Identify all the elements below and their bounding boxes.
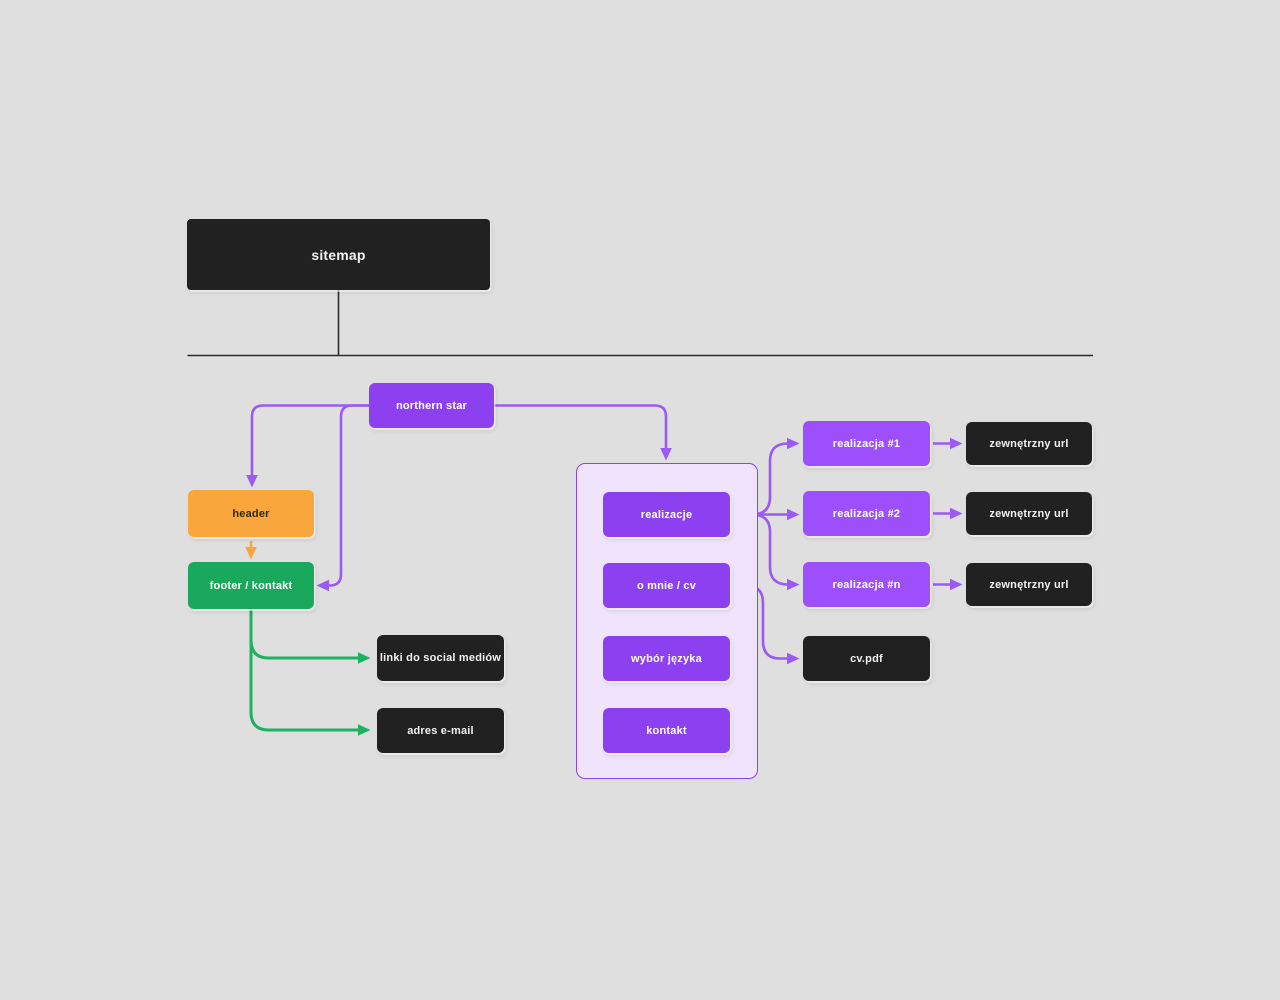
node-project-1[interactable]: realizacja #1	[803, 421, 930, 466]
node-social-media-links[interactable]: linki do social mediów	[377, 635, 504, 681]
node-contact[interactable]: kontakt	[603, 708, 730, 753]
node-header[interactable]: header	[188, 490, 314, 537]
node-external-url-2[interactable]: zewnętrzny url	[966, 492, 1092, 535]
node-realizacje[interactable]: realizacje	[603, 492, 730, 537]
node-footer-kontakt[interactable]: footer / kontakt	[188, 562, 314, 609]
node-northern-star[interactable]: northern star	[369, 383, 494, 428]
node-sitemap-root[interactable]: sitemap	[187, 219, 490, 290]
node-external-url-3[interactable]: zewnętrzny url	[966, 563, 1092, 606]
node-cv-pdf[interactable]: cv.pdf	[803, 636, 930, 681]
edge-footer-email	[249, 610, 371, 736]
edge-northernstar-header	[246, 404, 369, 488]
node-about-cv[interactable]: o mnie / cv	[603, 563, 730, 608]
node-project-n[interactable]: realizacja #n	[803, 562, 930, 607]
edge-footer-social	[249, 610, 371, 664]
edge-northernstar-panel	[494, 404, 672, 461]
edge-northernstar-footer	[316, 404, 369, 592]
node-project-2[interactable]: realizacja #2	[803, 491, 930, 536]
node-external-url-1[interactable]: zewnętrzny url	[966, 422, 1092, 465]
node-language-select[interactable]: wybór języka	[603, 636, 730, 681]
node-email-address[interactable]: adres e-mail	[377, 708, 504, 753]
